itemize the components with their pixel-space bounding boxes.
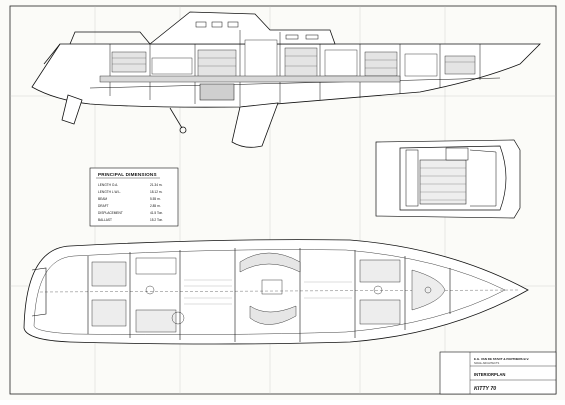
inner-hull-line — [33, 249, 506, 335]
dimension-label: BALLAST — [98, 218, 112, 222]
cockpit-outline — [399, 145, 507, 211]
plan-name: INTERIORPLAN — [474, 372, 505, 377]
dimension-value: 2.85 m. — [150, 204, 161, 208]
sheet-border — [9, 5, 557, 395]
dimension-label: LENGTH O.A. — [98, 183, 118, 187]
profile-view — [31, 11, 541, 148]
forepeak-berth — [411, 269, 446, 311]
dimension-value: 18.12 m. — [150, 190, 163, 194]
aft-coaming — [69, 31, 151, 45]
dimensions-title: PRINCIPAL DIMENSIONS — [98, 172, 157, 177]
dimension-value: 15.2 Ton. — [150, 218, 163, 222]
dimension-value: 41.5 Ton. — [150, 211, 163, 215]
dimension-label: DRAFT — [98, 204, 109, 208]
dimension-value: 21.34 m. — [150, 183, 163, 187]
dimension-label: BEAM — [98, 197, 107, 201]
dimension-value: 5.55 m. — [150, 197, 161, 201]
deckhouse — [148, 11, 336, 45]
plan-view — [23, 239, 529, 345]
principal-dimensions-table: PRINCIPAL DIMENSIONS LENGTH O.A. 21.34 m… — [89, 167, 179, 227]
deck-detail-view — [375, 139, 521, 219]
firm-subtitle: NAVAL ARCHITECTS — [474, 361, 499, 365]
firm-name: E.G. VAN DE STADT & PARTNERS B.V. — [474, 357, 529, 361]
rudder — [61, 94, 83, 125]
saloon-settee-port — [239, 252, 301, 273]
dimension-label: DISPLACEMENT — [98, 211, 123, 215]
saloon-block — [419, 159, 467, 205]
model-name: KITTY 70 — [474, 386, 496, 392]
keel — [231, 102, 279, 148]
dimension-label: LENGTH L.W.L. — [98, 190, 121, 194]
title-block: E.G. VAN DE STADT & PARTNERS B.V. NAVAL … — [439, 351, 557, 395]
saloon-settee-starboard — [249, 305, 297, 325]
